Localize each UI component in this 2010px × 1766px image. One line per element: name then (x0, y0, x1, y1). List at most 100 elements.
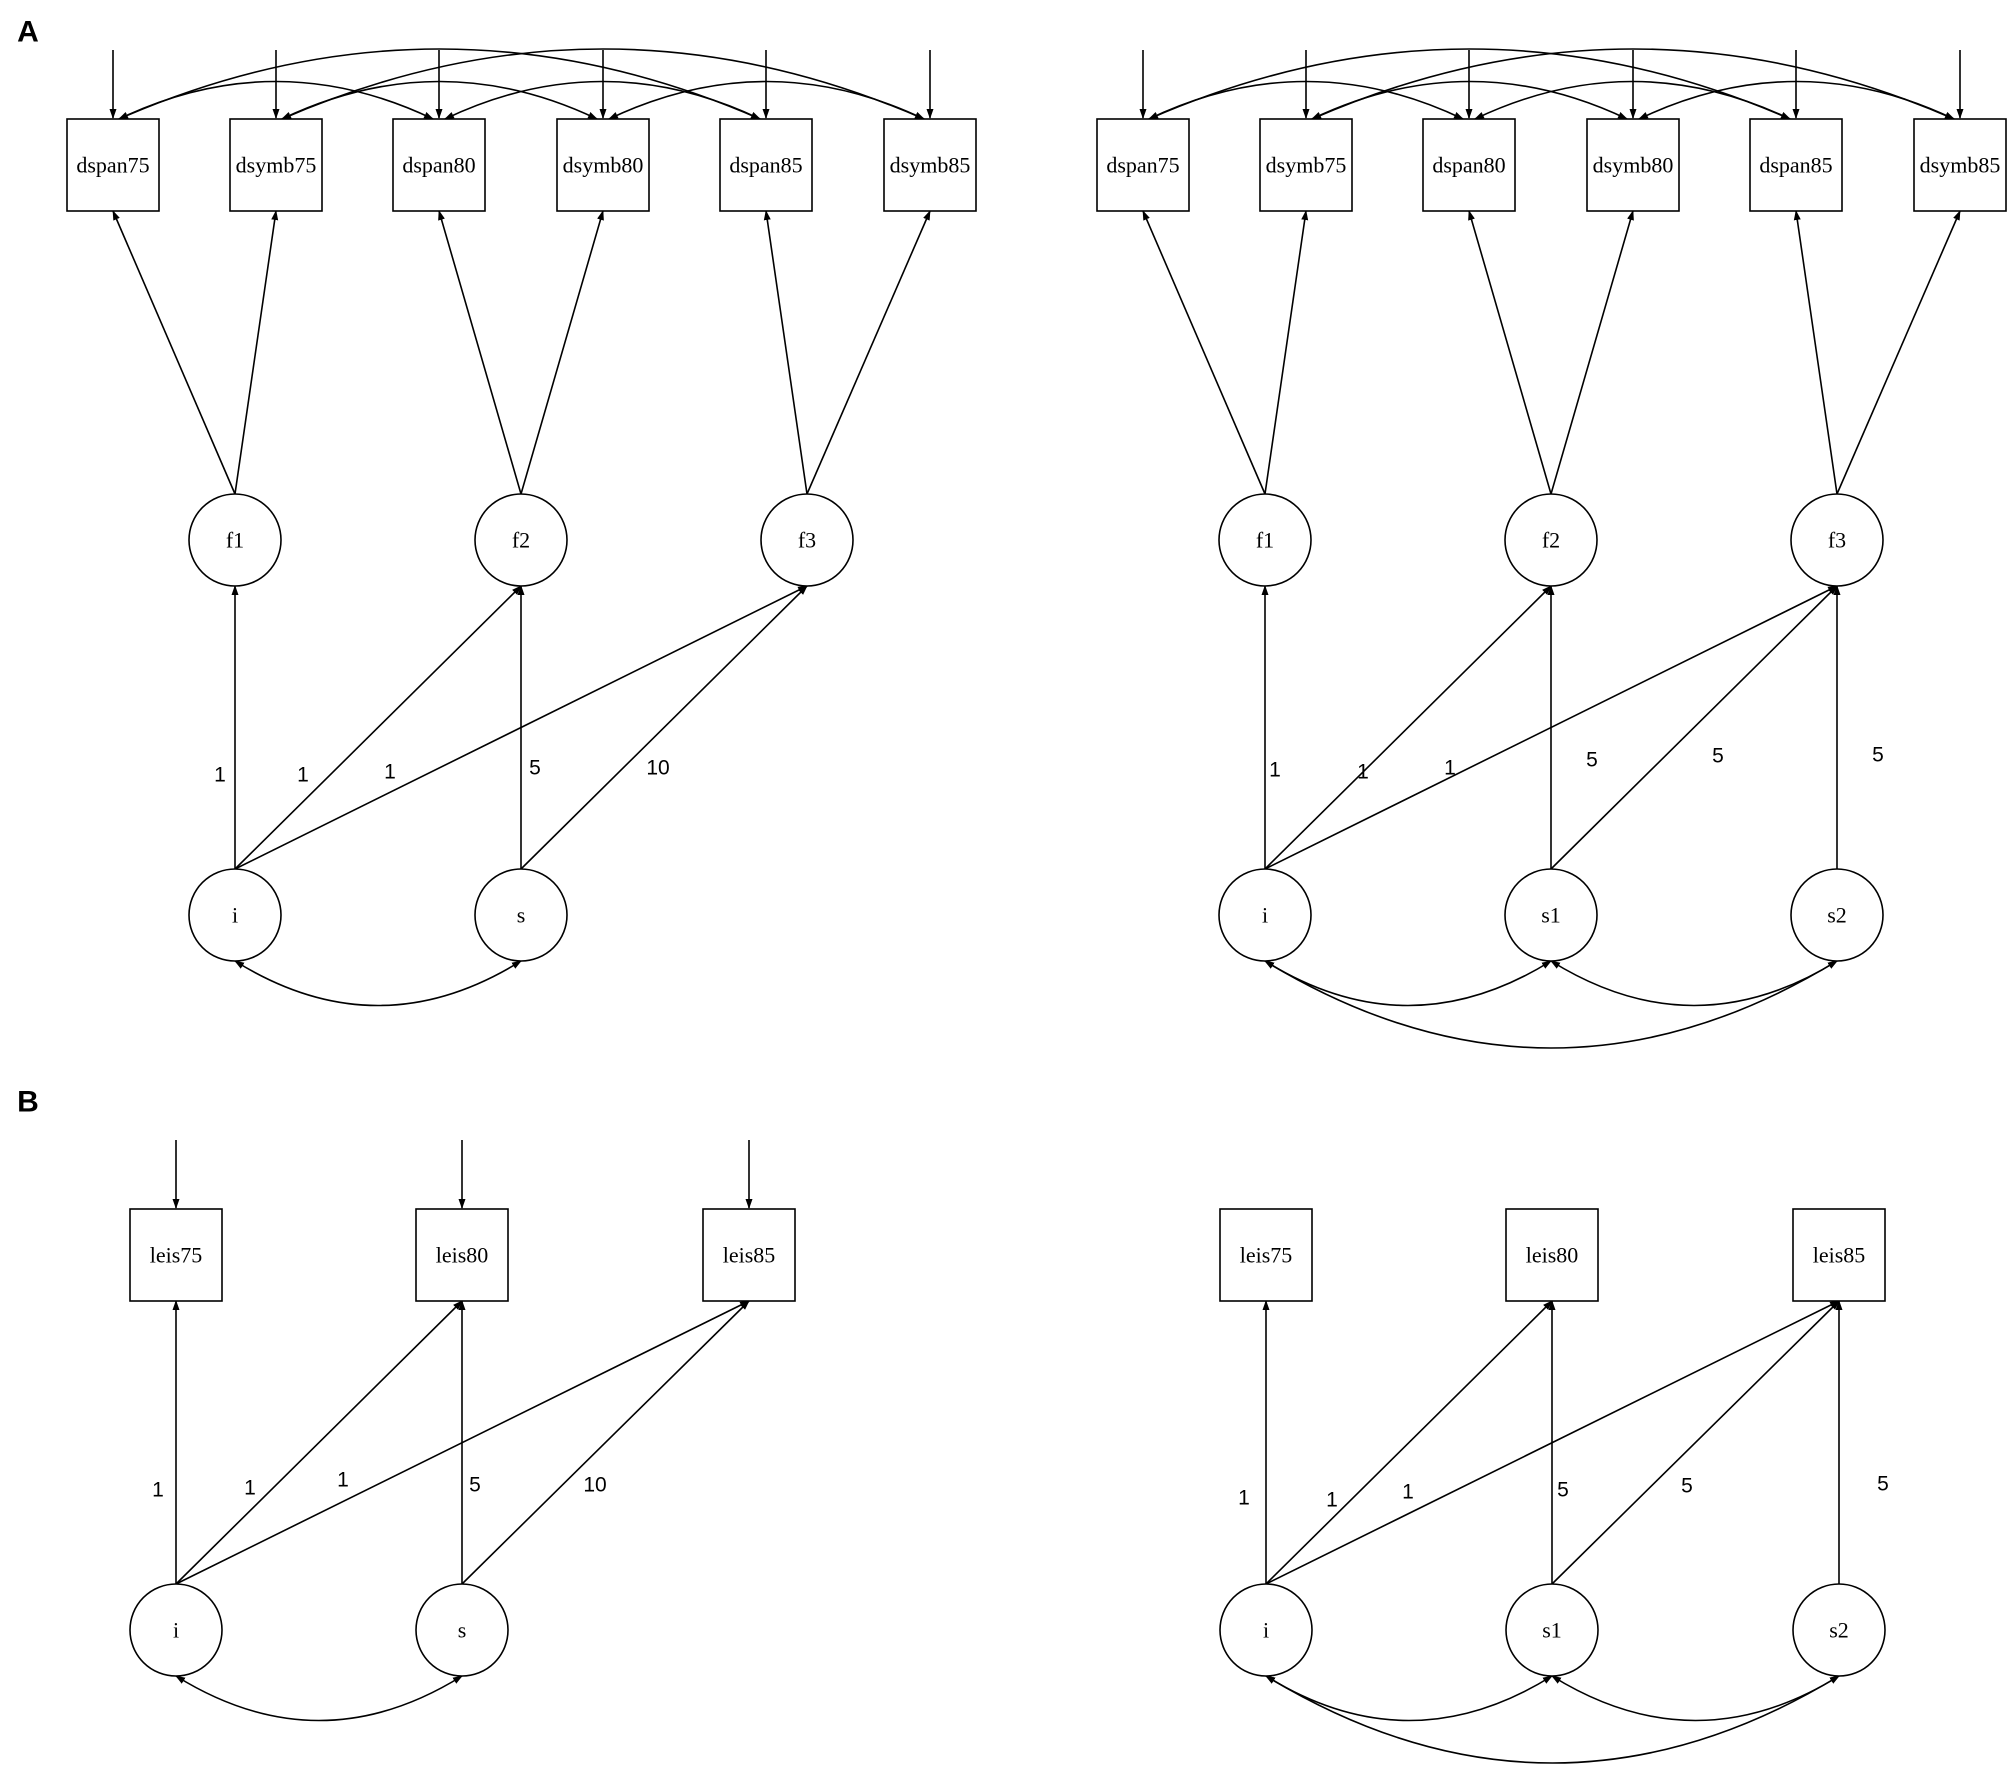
observed-variable-label: dspan85 (1759, 153, 1832, 178)
factor-loading-arrow (1264, 210, 1309, 495)
growth-covariance-arc (1550, 960, 1838, 1007)
factor-loading-arrow (1836, 210, 1961, 495)
observed-variable-label: leis80 (436, 1243, 489, 1268)
factor-loading-arrow (763, 210, 808, 495)
observed-variable-box (392, 118, 486, 212)
latent-factor-label: f3 (798, 528, 816, 553)
path-coefficient: 10 (646, 757, 669, 780)
factor-loading-arrow (1550, 210, 1634, 495)
factor-loading-arrow (1468, 210, 1552, 495)
path-coefficient: 5 (1877, 1473, 1889, 1496)
latent-factor-circle (1504, 493, 1598, 587)
observed-variable-box (129, 1208, 223, 1302)
observed-variable-box (883, 118, 977, 212)
path-coefficient: 1 (214, 764, 226, 787)
latent-factor-label: f3 (1828, 528, 1846, 553)
growth-factor-circle (1792, 1583, 1886, 1677)
path-coefficient: 5 (1712, 745, 1724, 768)
residual-covariance-arc (281, 48, 925, 120)
observed-variable-label: leis85 (1813, 1243, 1866, 1268)
growth-covariance-arc (1551, 1675, 1840, 1722)
growth-factor-label: i (1263, 1618, 1269, 1643)
latent-factor-circle (1790, 493, 1884, 587)
growth-factor-label: s1 (1542, 1618, 1562, 1643)
latent-factor-circle (188, 493, 282, 587)
observed-variable-box (1422, 118, 1516, 212)
edges-layer (109, 48, 1964, 1764)
growth-factor-label: s (458, 1618, 467, 1643)
path-coefficient: 5 (529, 757, 541, 780)
observed-variable-box (1259, 118, 1353, 212)
growth-path-arrow (1265, 1300, 1553, 1585)
factor-loading-arrow (234, 210, 279, 495)
residual-covariance-arc (1148, 48, 1791, 120)
path-coefficient: 10 (583, 1474, 606, 1497)
growth-factor-circle (1790, 868, 1884, 962)
observed-variable-label: dsymb75 (236, 153, 317, 178)
growth-factor-circle (415, 1583, 509, 1677)
latent-factor-label: f2 (512, 528, 530, 553)
growth-factor-circle (129, 1583, 223, 1677)
path-coefficient: 1 (1444, 757, 1456, 780)
observed-variable-box (1749, 118, 1843, 212)
observed-variable-box (1792, 1208, 1886, 1302)
panel-label: B (17, 1086, 39, 1119)
path-coefficient: 1 (1326, 1489, 1338, 1512)
growth-factor-label: s2 (1827, 903, 1847, 928)
observed-variable-label: dsymb85 (890, 153, 971, 178)
observed-variable-box (1096, 118, 1190, 212)
path-coefficient: 1 (384, 761, 396, 784)
observed-variable-label: dspan85 (729, 153, 802, 178)
path-coefficient: 5 (1586, 749, 1598, 772)
growth-path-arrow (461, 1300, 750, 1585)
observed-variable-box (415, 1208, 509, 1302)
observed-variable-label: leis80 (1526, 1243, 1579, 1268)
growth-factor-circle (1219, 1583, 1313, 1677)
growth-covariance-arc (1265, 1675, 1840, 1764)
path-coefficient: 1 (1269, 759, 1281, 782)
path-coefficient: 1 (337, 1469, 349, 1492)
observed-variable-label: dsymb75 (1266, 153, 1347, 178)
path-coefficient: 1 (297, 764, 309, 787)
factor-loading-arrow (438, 210, 522, 495)
observed-variable-label: leis85 (723, 1243, 776, 1268)
path-coefficient: 5 (1681, 1475, 1693, 1498)
panel-label: A (17, 16, 39, 49)
latent-factor-label: f1 (1256, 528, 1274, 553)
latent-factor-circle (760, 493, 854, 587)
growth-covariance-arc (1265, 1675, 1553, 1722)
factor-loading-arrow (806, 210, 931, 495)
observed-variable-box (1913, 118, 2007, 212)
path-coefficient: 1 (1357, 761, 1369, 784)
observed-variable-label: dsymb80 (563, 153, 644, 178)
latent-factor-circle (474, 493, 568, 587)
nodes-layer (66, 118, 2007, 1677)
growth-factor-circle (1505, 1583, 1599, 1677)
factor-loading-arrow (1793, 210, 1838, 495)
factor-loading-arrow (1142, 210, 1266, 495)
path-coefficient: 1 (152, 1479, 164, 1502)
path-coefficient: 5 (469, 1474, 481, 1497)
growth-factor-label: i (232, 903, 238, 928)
growth-factor-label: s2 (1829, 1618, 1849, 1643)
growth-covariance-arc (1264, 960, 1552, 1007)
growth-factor-label: s1 (1541, 903, 1561, 928)
path-coefficient: 1 (244, 1477, 256, 1500)
growth-factor-circle (188, 868, 282, 962)
factor-loading-arrow (520, 210, 604, 495)
observed-variable-label: dspan75 (76, 153, 149, 178)
growth-factor-label: i (1262, 903, 1268, 928)
observed-variable-box (1505, 1208, 1599, 1302)
path-coefficient: 5 (1872, 744, 1884, 767)
growth-factor-circle (1504, 868, 1598, 962)
residual-covariance-arc (118, 48, 761, 120)
growth-covariance-arc (1264, 960, 1838, 1049)
growth-path-arrow (234, 585, 522, 870)
latent-factor-label: f1 (226, 528, 244, 553)
growth-path-arrow (520, 585, 808, 870)
path-coefficient: 1 (1238, 1487, 1250, 1510)
latent-factor-label: f2 (1542, 528, 1560, 553)
observed-variable-box (1586, 118, 1680, 212)
path-coefficient: 5 (1557, 1479, 1569, 1502)
growth-path-arrow (1264, 585, 1552, 870)
